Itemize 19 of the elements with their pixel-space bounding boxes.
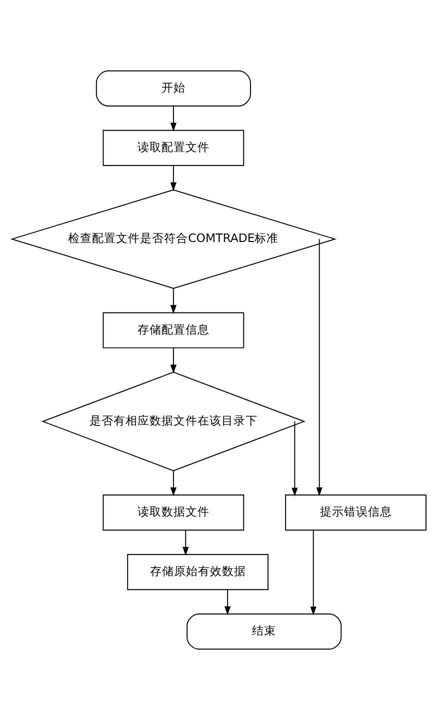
arrow: [316, 238, 322, 496]
arrow: [224, 588, 231, 615]
node-box: 提示错误信息: [285, 494, 426, 530]
node-box: 开始: [96, 70, 251, 106]
node-box: 存储原始有效数据: [127, 554, 268, 590]
arrow: [170, 164, 177, 191]
node-box: 存储配置信息: [102, 312, 244, 348]
arrow: [170, 105, 177, 132]
arrow: [170, 470, 177, 496]
arrow: [292, 420, 298, 496]
node-box: 结束: [186, 613, 342, 650]
node-diamond: 是否有相应数据文件在该目录下: [41, 371, 306, 471]
arrow: [170, 287, 177, 314]
node-box: 读取配置文件: [102, 129, 244, 166]
arrow: [310, 529, 316, 615]
node-diamond: 检查配置文件是否符合COMTRADE标准: [10, 188, 337, 288]
node-box: 读取数据文件: [102, 494, 244, 530]
arrow: [182, 529, 189, 556]
arrow: [170, 346, 177, 374]
